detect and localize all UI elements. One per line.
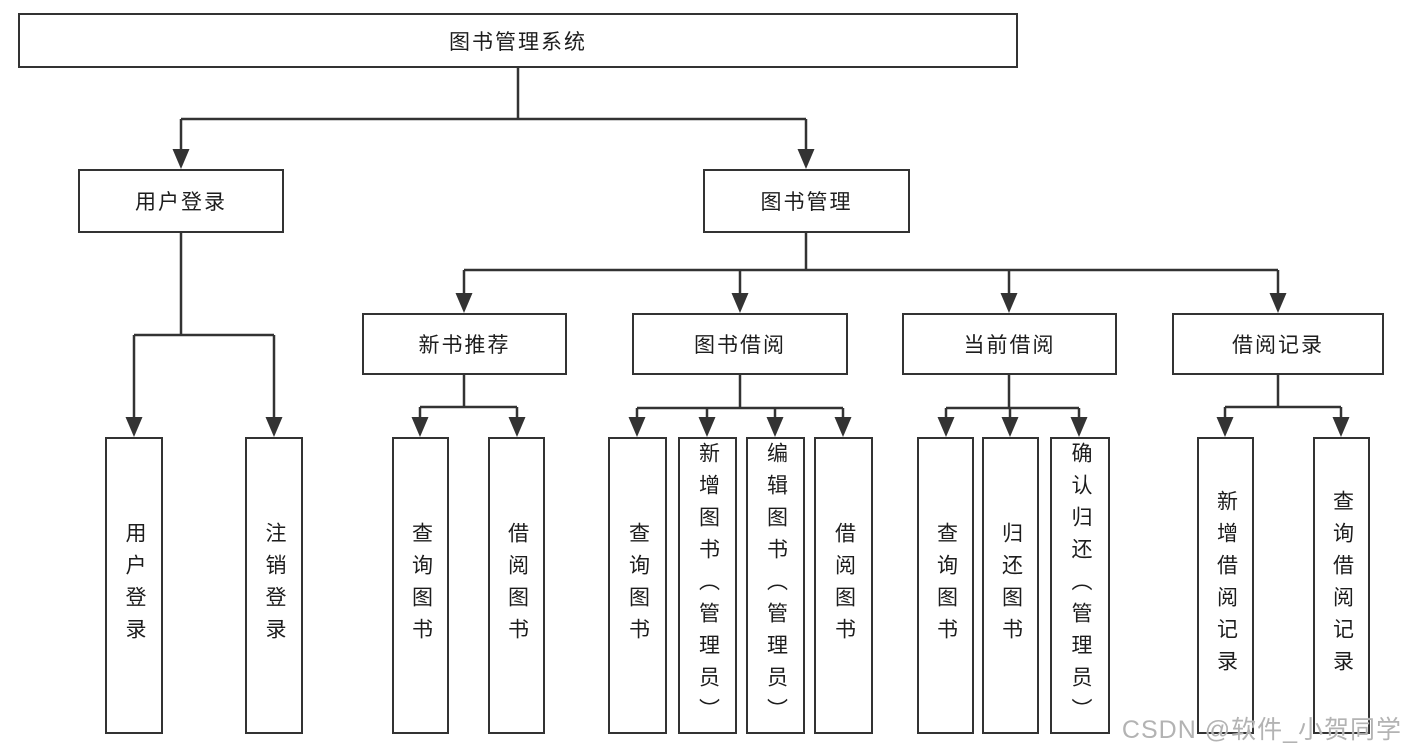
node-book-borrow: 图书借阅: [632, 313, 848, 375]
node-book-management: 图书管理: [703, 169, 910, 233]
node-root: 图书管理系统: [18, 13, 1018, 68]
node-leaf-borrow-book-1: 借阅图书: [488, 437, 545, 734]
node-user-login: 用户登录: [78, 169, 284, 233]
node-leaf-confirm-return-admin: 确认归还（管理员）: [1050, 437, 1110, 734]
node-leaf-query-borrow-record: 查询借阅记录: [1313, 437, 1370, 734]
node-leaf-logout: 注销登录: [245, 437, 303, 734]
node-leaf-query-book-2: 查询图书: [608, 437, 667, 734]
arrowheads: [125, 149, 1350, 437]
node-leaf-user-login: 用户登录: [105, 437, 163, 734]
node-leaf-return-book: 归还图书: [982, 437, 1039, 734]
node-leaf-edit-book-admin: 编辑图书（管理员）: [746, 437, 805, 734]
node-leaf-borrow-book-2: 借阅图书: [814, 437, 873, 734]
node-leaf-add-book-admin: 新增图书（管理员）: [678, 437, 737, 734]
node-leaf-query-book-3: 查询图书: [917, 437, 974, 734]
node-leaf-query-book-1: 查询图书: [392, 437, 449, 734]
csdn-watermark: CSDN @软件_小贺同学: [1121, 716, 1402, 744]
node-current-borrow: 当前借阅: [902, 313, 1117, 375]
node-leaf-add-borrow-record: 新增借阅记录: [1197, 437, 1254, 734]
node-new-book-recommend: 新书推荐: [362, 313, 567, 375]
node-borrow-record: 借阅记录: [1172, 313, 1384, 375]
